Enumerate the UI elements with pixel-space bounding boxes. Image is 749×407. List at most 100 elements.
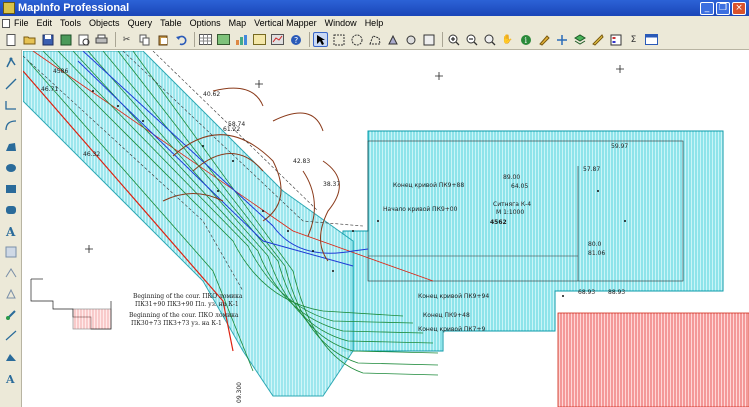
invert-select-icon[interactable] [403,32,418,47]
mapinfo-app-icon [3,2,15,14]
menu-objects[interactable]: Objects [89,18,120,28]
menu-edit[interactable]: Edit [36,18,53,28]
reshape-icon[interactable] [4,56,18,70]
unselect-icon[interactable] [421,32,436,47]
polygon-tool-icon[interactable] [4,140,18,154]
menu-options[interactable]: Options [189,18,221,28]
menu-tools[interactable]: Tools [60,18,82,28]
window-list-icon[interactable] [644,32,659,47]
paste-icon[interactable] [155,32,170,47]
restore-button[interactable]: ❐ [716,1,730,15]
grabber-icon[interactable]: ✋ [501,34,514,45]
statistics-icon[interactable] [270,32,285,47]
menu-query[interactable]: Query [127,18,153,28]
undo-icon[interactable] [173,32,188,47]
legend-icon[interactable] [608,32,623,47]
annotation-beginning-2: Beginning of the cour. ПКО ломика [129,312,239,319]
table-icon[interactable] [198,32,213,47]
menu-help[interactable]: Help [364,18,384,28]
parcel-region-red[interactable] [557,312,749,407]
annotation-note: Начало кривой ПК9+00 [383,206,458,213]
close-button[interactable]: × [732,1,746,15]
menu-table[interactable]: Table [160,18,182,28]
parcel-region-cyan[interactable] [342,130,724,352]
minimize-button[interactable]: _ [700,1,714,15]
axis-label: 09.300 [236,382,243,403]
grid-crosses [85,65,624,253]
dashed-lines [23,51,364,292]
svg-text:A: A [5,373,15,385]
menu-bar: File Edit Tools Objects Query Table Opti… [0,16,749,30]
corner-label: 46.71 [41,86,58,93]
menu-window[interactable]: Window [324,18,357,28]
annotation-beginning-1: Beginning of the cour. ПКО ломика [133,293,243,300]
menu-vertical-mapper[interactable]: Vertical Mapper [254,18,317,28]
symbol-style-icon[interactable] [4,287,18,301]
corner-label: 61.22 [223,126,240,133]
parcel-name: Ситняга К-4 [493,201,531,208]
line-style-icon[interactable] [4,308,18,322]
title-bar: MapInfo Professional _ ❐ × [0,0,749,16]
polyline-tool-icon[interactable] [4,98,18,112]
ellipse-tool-icon[interactable] [4,161,18,175]
line-tool-icon[interactable] [4,77,18,91]
elevation-label: 57.87 [583,166,600,173]
graph-icon[interactable] [234,32,249,47]
annotation-note: Конец ПК9+48 [423,312,470,319]
map-canvas[interactable]: Ситняга К-4 М 1:1000 4562 Beginning of t… [23,51,749,407]
elevation-label: 40.62 [203,91,220,98]
svg-text:A: A [5,225,16,238]
open-icon[interactable] [22,32,37,47]
help-icon[interactable]: ? [288,32,303,47]
contour-lines [162,87,340,262]
layout-icon[interactable] [252,32,267,47]
elevation-label: 81.06 [588,250,605,257]
copy-icon[interactable] [137,32,152,47]
change-view-icon[interactable] [482,32,497,47]
document-icon [2,18,10,28]
print-preview-icon[interactable] [76,32,91,47]
drawing-toolbar: A A [0,50,22,407]
elevation-label: 64.05 [511,183,528,190]
save-icon[interactable] [40,32,55,47]
menu-file[interactable]: File [14,18,29,28]
save-as-icon[interactable] [58,32,73,47]
frame-tool-icon[interactable] [4,245,18,259]
boundary-select-icon[interactable] [385,32,400,47]
elevation-label: 68.93 [578,289,595,296]
polygon-select-icon[interactable] [367,32,382,47]
select-region-icon[interactable] [331,32,346,47]
map-window[interactable]: Ситняга К-4 М 1:1000 4562 Beginning of t… [23,51,749,407]
elevation-label: 42.83 [293,158,310,165]
radius-select-icon[interactable] [349,32,364,47]
cut-icon[interactable]: ✂ [122,34,131,45]
road-corridor-cyan[interactable] [23,51,354,397]
region-style-icon[interactable] [4,329,18,343]
rectangle-tool-icon[interactable] [4,182,18,196]
add-node-icon[interactable] [4,266,18,280]
sigma-icon[interactable]: Σ [630,34,637,45]
ruler-icon[interactable] [590,32,605,47]
text-tool-icon[interactable]: A [4,224,18,238]
parcel-number: 4562 [490,219,507,226]
survey-points [92,90,626,297]
rounded-rectangle-tool-icon[interactable] [4,203,18,217]
text-style-icon[interactable]: A [4,371,18,385]
info-icon[interactable]: i [518,32,533,47]
menu-map[interactable]: Map [228,18,247,28]
annotation-note: Конец кривой ПК9+88 [393,182,464,189]
print-icon[interactable] [94,32,109,47]
map-icon[interactable] [216,32,231,47]
toolbar-separator [194,32,195,47]
drag-window-icon[interactable] [554,32,569,47]
corner-label: 46.32 [83,151,100,158]
arc-tool-icon[interactable] [4,119,18,133]
zoom-out-icon[interactable] [464,32,479,47]
new-doc-icon[interactable] [4,32,19,47]
layer-control-icon[interactable] [572,32,587,47]
elevation-label: 58.74 [228,121,245,128]
select-arrow-icon[interactable] [313,32,328,47]
label-icon[interactable] [536,32,551,47]
zoom-in-icon[interactable] [446,32,461,47]
fill-style-icon[interactable] [4,350,18,364]
